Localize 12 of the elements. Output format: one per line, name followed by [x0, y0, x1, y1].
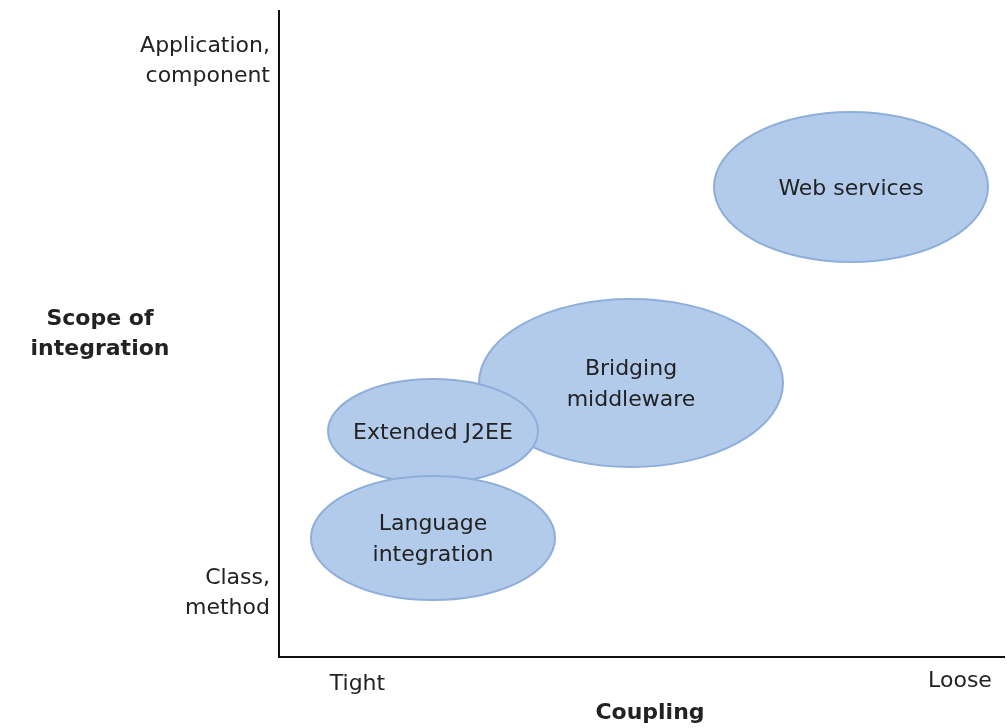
- category-ellipse: [310, 475, 556, 601]
- axis-label: Application, component: [139, 31, 270, 89]
- category-label: Bridging middleware: [565, 354, 697, 413]
- axis-label: Class, method: [184, 563, 270, 621]
- axis-title: Coupling: [594, 698, 706, 726]
- axis-label: Loose: [927, 666, 993, 694]
- axis-label: Tight: [328, 669, 387, 697]
- axis-title: Scope of integration: [29, 304, 171, 362]
- category-label: Extended J2EE: [352, 417, 514, 446]
- category-label: Language integration: [371, 509, 495, 568]
- category-label: Web services: [777, 173, 925, 202]
- category-ellipse: [713, 111, 989, 263]
